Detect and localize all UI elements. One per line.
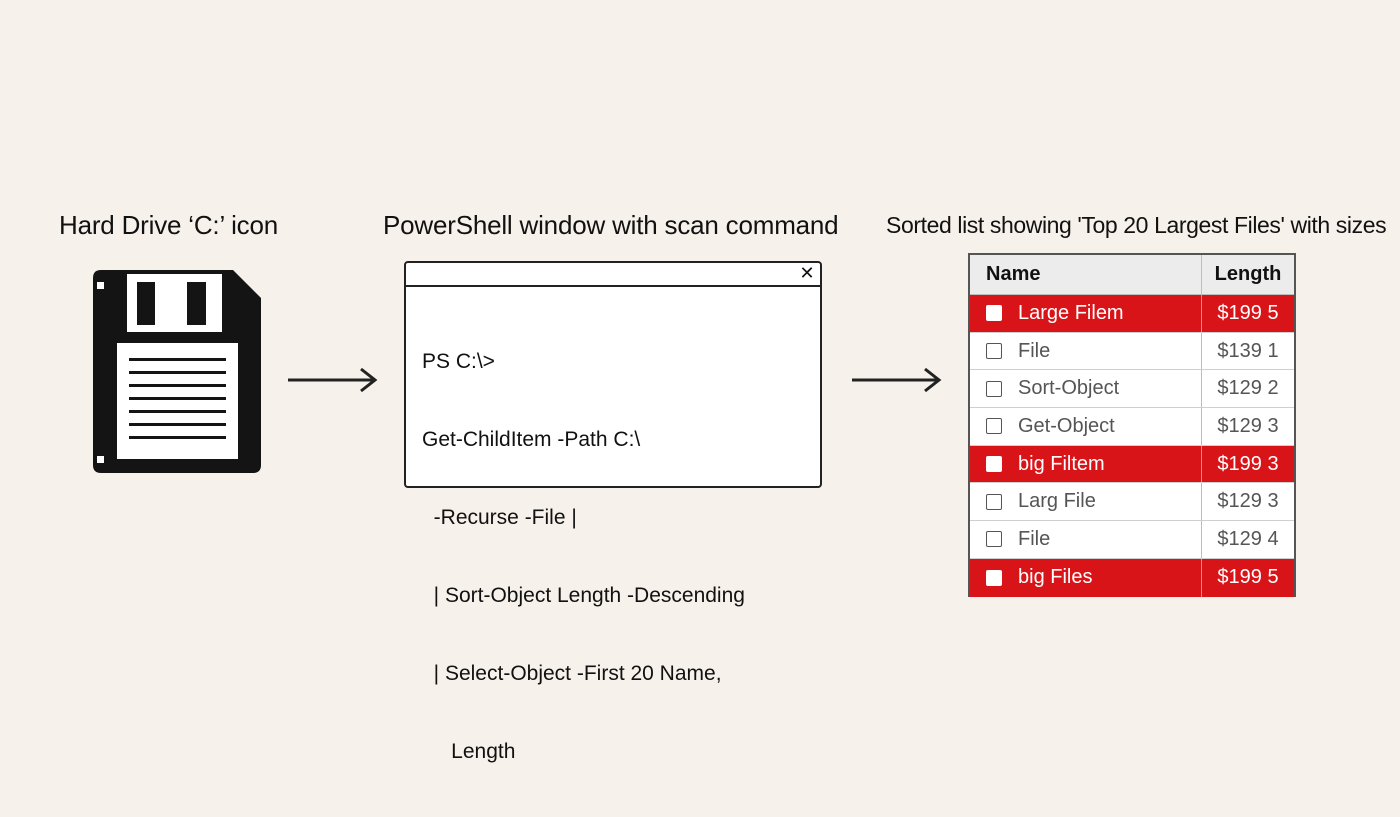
table-header-row: Name Length [970, 255, 1294, 295]
file-name-cell: Get-Object [970, 408, 1202, 445]
file-name-cell: big Files [970, 558, 1202, 597]
file-length-cell: $129 2 [1217, 377, 1279, 400]
row-checkbox[interactable] [986, 418, 1002, 435]
file-name: Larg File [1018, 490, 1096, 513]
file-name-cell: File [970, 521, 1202, 558]
largest-files-table: Name Length Large Filem $199 5 File $139 1 S… [968, 253, 1296, 597]
row-checkbox[interactable] [986, 456, 1002, 473]
powershell-command: PS C:\> Get-ChildItem -Path C:\ -Recurse… [406, 287, 820, 817]
column-header-name[interactable]: Name [970, 255, 1202, 294]
table-row[interactable]: Large Filem $199 5 [970, 295, 1294, 333]
table-body: Large Filem $199 5 File $139 1 Sort-Object $1… [970, 295, 1294, 597]
file-length-cell: $129 3 [1217, 490, 1279, 513]
command-line: Length [422, 740, 516, 763]
powershell-titlebar: ✕ [406, 263, 820, 287]
column-header-length[interactable]: Length [1214, 263, 1282, 285]
table-row[interactable]: big Filtem $199 3 [970, 445, 1294, 484]
table-row[interactable]: File $139 1 [970, 332, 1294, 371]
right-arrow-icon [288, 365, 378, 395]
file-length-cell: $139 1 [1217, 339, 1279, 362]
file-name: big Filtem [1018, 452, 1105, 475]
sorted-list-caption: Sorted list showing 'Top 20 Largest File… [886, 212, 1387, 238]
command-line: Get-ChildItem -Path C:\ [422, 428, 641, 451]
file-name-cell: Large Filem [970, 295, 1202, 332]
command-line: | Select-Object -First 20 Name, [422, 662, 722, 685]
file-length-cell: $199 5 [1217, 566, 1279, 589]
table-row[interactable]: Sort-Object $129 2 [970, 370, 1294, 409]
floppy-disk-icon [93, 270, 261, 473]
close-icon[interactable]: ✕ [799, 263, 815, 283]
drive-caption: Hard Drive ‘C:’ icon [59, 210, 278, 240]
file-length-cell: $199 3 [1217, 452, 1279, 475]
row-checkbox[interactable] [986, 569, 1002, 586]
file-name-cell: File [970, 332, 1202, 370]
file-name: Get-Object [1018, 414, 1115, 437]
powershell-caption: PowerShell window with scan command [383, 210, 839, 240]
row-checkbox[interactable] [986, 531, 1002, 548]
command-line: -Recurse -File | [422, 506, 577, 529]
table-row[interactable]: big Files $199 5 [970, 558, 1294, 597]
table-row[interactable]: Get-Object $129 3 [970, 408, 1294, 446]
right-arrow-icon [852, 365, 942, 395]
file-length-cell: $199 5 [1217, 301, 1279, 324]
table-row[interactable]: File $129 4 [970, 521, 1294, 559]
file-length-cell: $129 3 [1217, 414, 1279, 437]
command-line: | Sort-Object Length -Descending [422, 584, 745, 607]
file-name: File [1018, 339, 1051, 362]
file-name: Large Filem [1018, 301, 1124, 324]
table-row[interactable]: Larg File $129 3 [970, 483, 1294, 522]
row-checkbox[interactable] [986, 380, 1002, 397]
file-name: File [1018, 527, 1051, 550]
row-checkbox[interactable] [986, 343, 1002, 360]
file-name-cell: big Filtem [970, 445, 1202, 483]
file-name: big Files [1018, 566, 1093, 589]
file-length-cell: $129 4 [1217, 527, 1279, 550]
command-line: PS C:\> [422, 350, 495, 373]
file-name: Sort-Object [1018, 377, 1120, 400]
file-name-cell: Sort-Object [970, 370, 1202, 408]
powershell-window: ✕ PS C:\> Get-ChildItem -Path C:\ -Recur… [404, 261, 822, 763]
file-name-cell: Larg File [970, 483, 1202, 521]
row-checkbox[interactable] [986, 305, 1002, 322]
row-checkbox[interactable] [986, 493, 1002, 510]
